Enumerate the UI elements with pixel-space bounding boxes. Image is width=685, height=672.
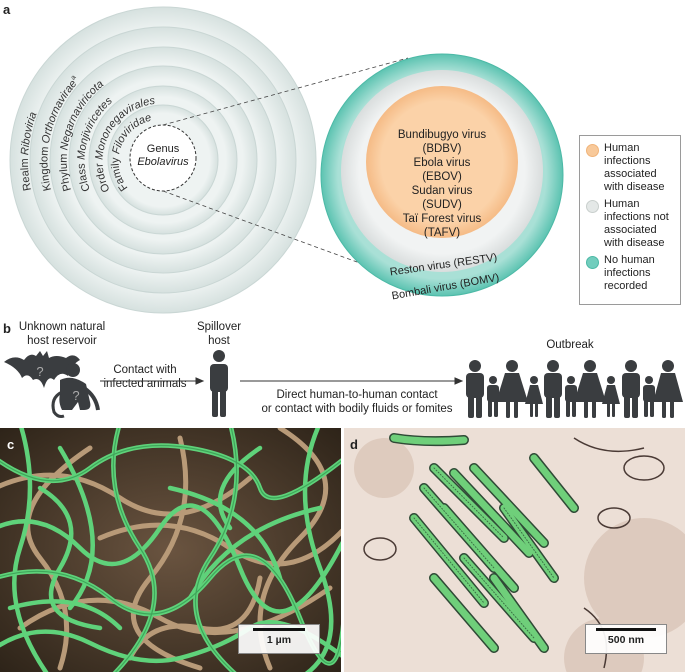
monkey-question-mark: ? bbox=[72, 388, 79, 403]
bat-question-mark: ? bbox=[36, 364, 43, 379]
genus-label: Genus bbox=[147, 143, 180, 155]
person-child-1 bbox=[487, 376, 499, 417]
species-line-1: Bundibugyo virus bbox=[398, 129, 486, 141]
scale-bar-c: 1 µm bbox=[238, 624, 320, 654]
person-child-4 bbox=[602, 376, 620, 417]
reservoir-label-line2: host reservoir bbox=[27, 335, 97, 347]
legend-swatch-teal bbox=[586, 256, 599, 269]
species-line-7: Taï Forest virus bbox=[403, 213, 482, 225]
legend-text-no-disease: Human infections not associated with dis… bbox=[604, 198, 669, 249]
contact-human-line1: Direct human-to-human contact bbox=[276, 389, 438, 401]
transmission-diagram: Unknown natural host reservoir Spillover… bbox=[4, 321, 683, 418]
outbreak-people-group bbox=[466, 360, 683, 418]
contact-animals-line1: Contact with bbox=[113, 364, 176, 376]
legend-item-disease: Human infections associated with disease bbox=[586, 142, 678, 194]
scale-bar-c-line bbox=[253, 628, 305, 631]
person-man-1 bbox=[466, 360, 484, 418]
spillover-person-icon bbox=[210, 350, 228, 417]
scale-bar-d-label: 500 nm bbox=[607, 634, 645, 646]
person-woman-3 bbox=[653, 360, 683, 418]
reservoir-label-line1: Unknown natural bbox=[19, 321, 105, 333]
species-line-8: (TAFV) bbox=[424, 227, 460, 239]
contact-animals-line2: infected animals bbox=[103, 378, 186, 390]
legend-swatch-orange bbox=[586, 144, 599, 157]
species-line-6: (SUDV) bbox=[422, 199, 462, 211]
scale-bar-d: 500 nm bbox=[585, 624, 667, 654]
concentric-rings bbox=[9, 6, 317, 314]
scale-bar-d-line bbox=[596, 628, 656, 631]
species-line-2: (BDBV) bbox=[423, 143, 462, 155]
person-woman-1 bbox=[496, 360, 528, 418]
zoom-line-bottom bbox=[162, 190, 429, 289]
person-child-2 bbox=[525, 376, 543, 417]
scale-bar-c-label: 1 µm bbox=[266, 634, 292, 646]
bat-silhouette bbox=[4, 351, 80, 388]
panel-c-letter: c bbox=[7, 437, 15, 452]
zoom-line-top bbox=[162, 57, 409, 126]
species-line-3: Ebola virus bbox=[414, 157, 471, 169]
taxonomy-diagram: Realm Riboviria Kingdom Orthornaviraea P… bbox=[9, 6, 564, 314]
legend-text-no-infection: No human infections recorded bbox=[604, 254, 655, 292]
genus-detail-circle bbox=[320, 53, 564, 297]
outbreak-label: Outbreak bbox=[546, 339, 594, 351]
person-man-2 bbox=[544, 360, 562, 418]
panel-a-letter: a bbox=[3, 2, 11, 17]
species-line-5: Sudan virus bbox=[412, 185, 473, 197]
legend-text-disease: Human infections associated with disease bbox=[604, 142, 665, 193]
spillover-label-line2: host bbox=[208, 335, 231, 347]
species-line-4: (EBOV) bbox=[422, 171, 462, 183]
genus-name: Ebolavirus bbox=[137, 156, 189, 168]
panel-b-letter: b bbox=[3, 321, 11, 336]
legend-swatch-gray bbox=[586, 200, 599, 213]
monkey-silhouette bbox=[51, 363, 100, 418]
person-woman-2 bbox=[574, 360, 606, 418]
legend: Human infections associated with disease… bbox=[579, 135, 681, 305]
panel-d-letter: d bbox=[350, 437, 358, 452]
contact-human-line2: or contact with bodily fluids or fomites bbox=[261, 403, 452, 415]
legend-item-no-disease: Human infections not associated with dis… bbox=[586, 198, 678, 250]
person-child-3 bbox=[565, 376, 577, 417]
spillover-label-line1: Spillover bbox=[197, 321, 241, 333]
person-man-3 bbox=[622, 360, 640, 418]
legend-item-no-infection: No human infections recorded bbox=[586, 254, 678, 293]
person-child-5 bbox=[643, 376, 655, 417]
